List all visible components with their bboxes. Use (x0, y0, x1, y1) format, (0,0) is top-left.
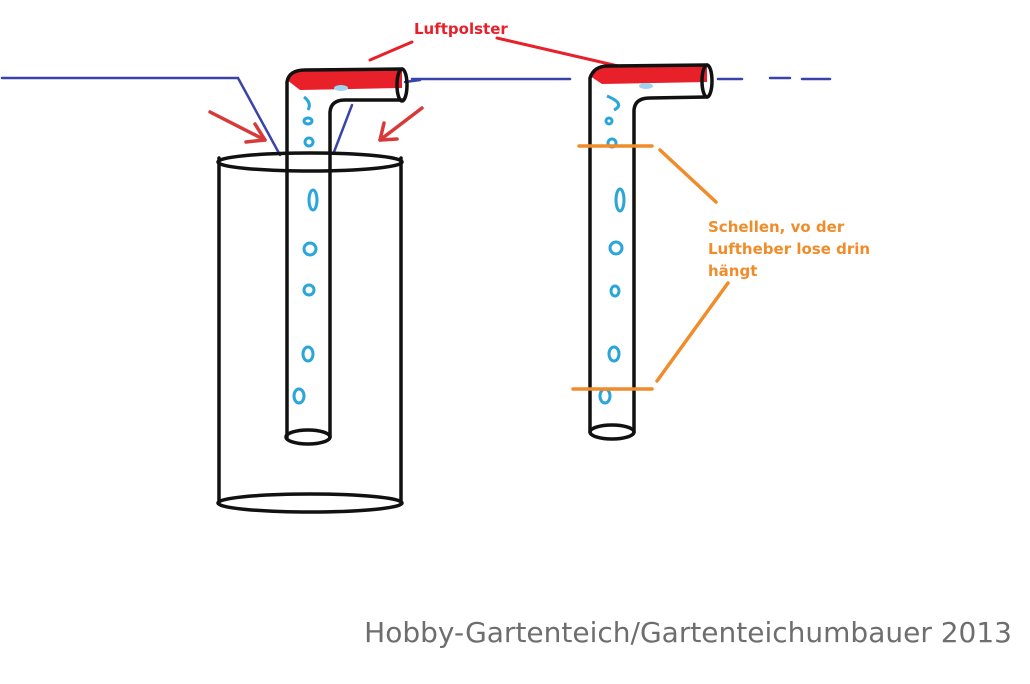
arrow-left (208, 110, 267, 142)
water-surface-left (0, 76, 354, 157)
air-cushion-left (287, 69, 402, 90)
arrows-water-inflow (208, 106, 424, 144)
air-cushion-leader-lines (368, 36, 620, 68)
air-cushion-right (590, 65, 707, 84)
clamps (571, 144, 730, 391)
clamp-leader-top (658, 148, 718, 204)
bubbles-right (598, 83, 653, 405)
clamps-label-line1: Schellen, vo der (708, 218, 845, 236)
clamp-leader-bottom (655, 281, 730, 383)
outer-container (216, 151, 404, 514)
arrow-right (378, 106, 424, 142)
bubbles-left (292, 85, 348, 405)
airlift-pipe-right (588, 63, 714, 441)
clamps-label-line3: hängt (708, 262, 757, 280)
clamps-label-line2: Luftheber lose drin (708, 240, 870, 258)
airlift-pipe-left (284, 67, 409, 446)
watermark: Hobby-Gartenteich/Gartenteichumbauer 201… (364, 616, 1012, 649)
air-cushion-label: Luftpolster (414, 20, 508, 38)
